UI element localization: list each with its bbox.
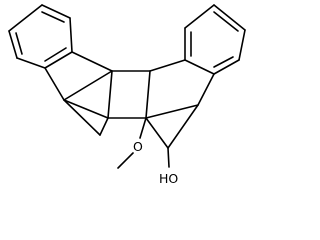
bond: [99, 117, 109, 136]
methoxy-group: O: [117, 117, 147, 169]
left-benzene-ring: [8, 4, 73, 69]
bond: [145, 104, 199, 119]
bond: [8, 4, 43, 32]
bond: [71, 51, 113, 72]
double-bond-inner: [44, 47, 67, 62]
double-bond-inner: [213, 11, 239, 32]
bond: [149, 59, 186, 72]
methoxy-oxygen-label: O: [133, 139, 143, 154]
bond: [238, 29, 246, 61]
bond: [69, 17, 73, 53]
bond: [145, 70, 151, 119]
bond: [107, 70, 113, 119]
bond: [63, 99, 109, 119]
cyclobutane-ring: [107, 70, 151, 119]
methyl-bond: [117, 152, 134, 169]
bond: [63, 70, 113, 101]
bond: [16, 57, 46, 69]
bond: [63, 99, 101, 136]
chemical-structure-diagram: O HO: [8, 4, 246, 186]
double-bond-inner: [213, 56, 234, 68]
bond: [213, 4, 246, 31]
structure-svg: O HO: [8, 4, 246, 186]
hydroxyl-label: HO: [159, 171, 178, 186]
right-bridged-rings: [145, 59, 215, 149]
bond: [41, 4, 71, 19]
bond: [213, 59, 240, 75]
bond: [8, 30, 18, 59]
left-bridged-rings: [44, 51, 113, 136]
bond: [167, 104, 199, 149]
bond: [184, 4, 215, 29]
double-bond-inner: [41, 11, 65, 23]
bond: [184, 59, 215, 75]
right-benzene-ring: [184, 4, 246, 75]
bond: [197, 73, 215, 106]
bond: [139, 117, 147, 139]
bond: [44, 51, 73, 69]
bond: [44, 67, 65, 101]
hydroxyl-group: HO: [159, 147, 178, 186]
double-bond-inner: [15, 32, 23, 55]
bond: [145, 117, 169, 149]
bond: [167, 147, 170, 168]
